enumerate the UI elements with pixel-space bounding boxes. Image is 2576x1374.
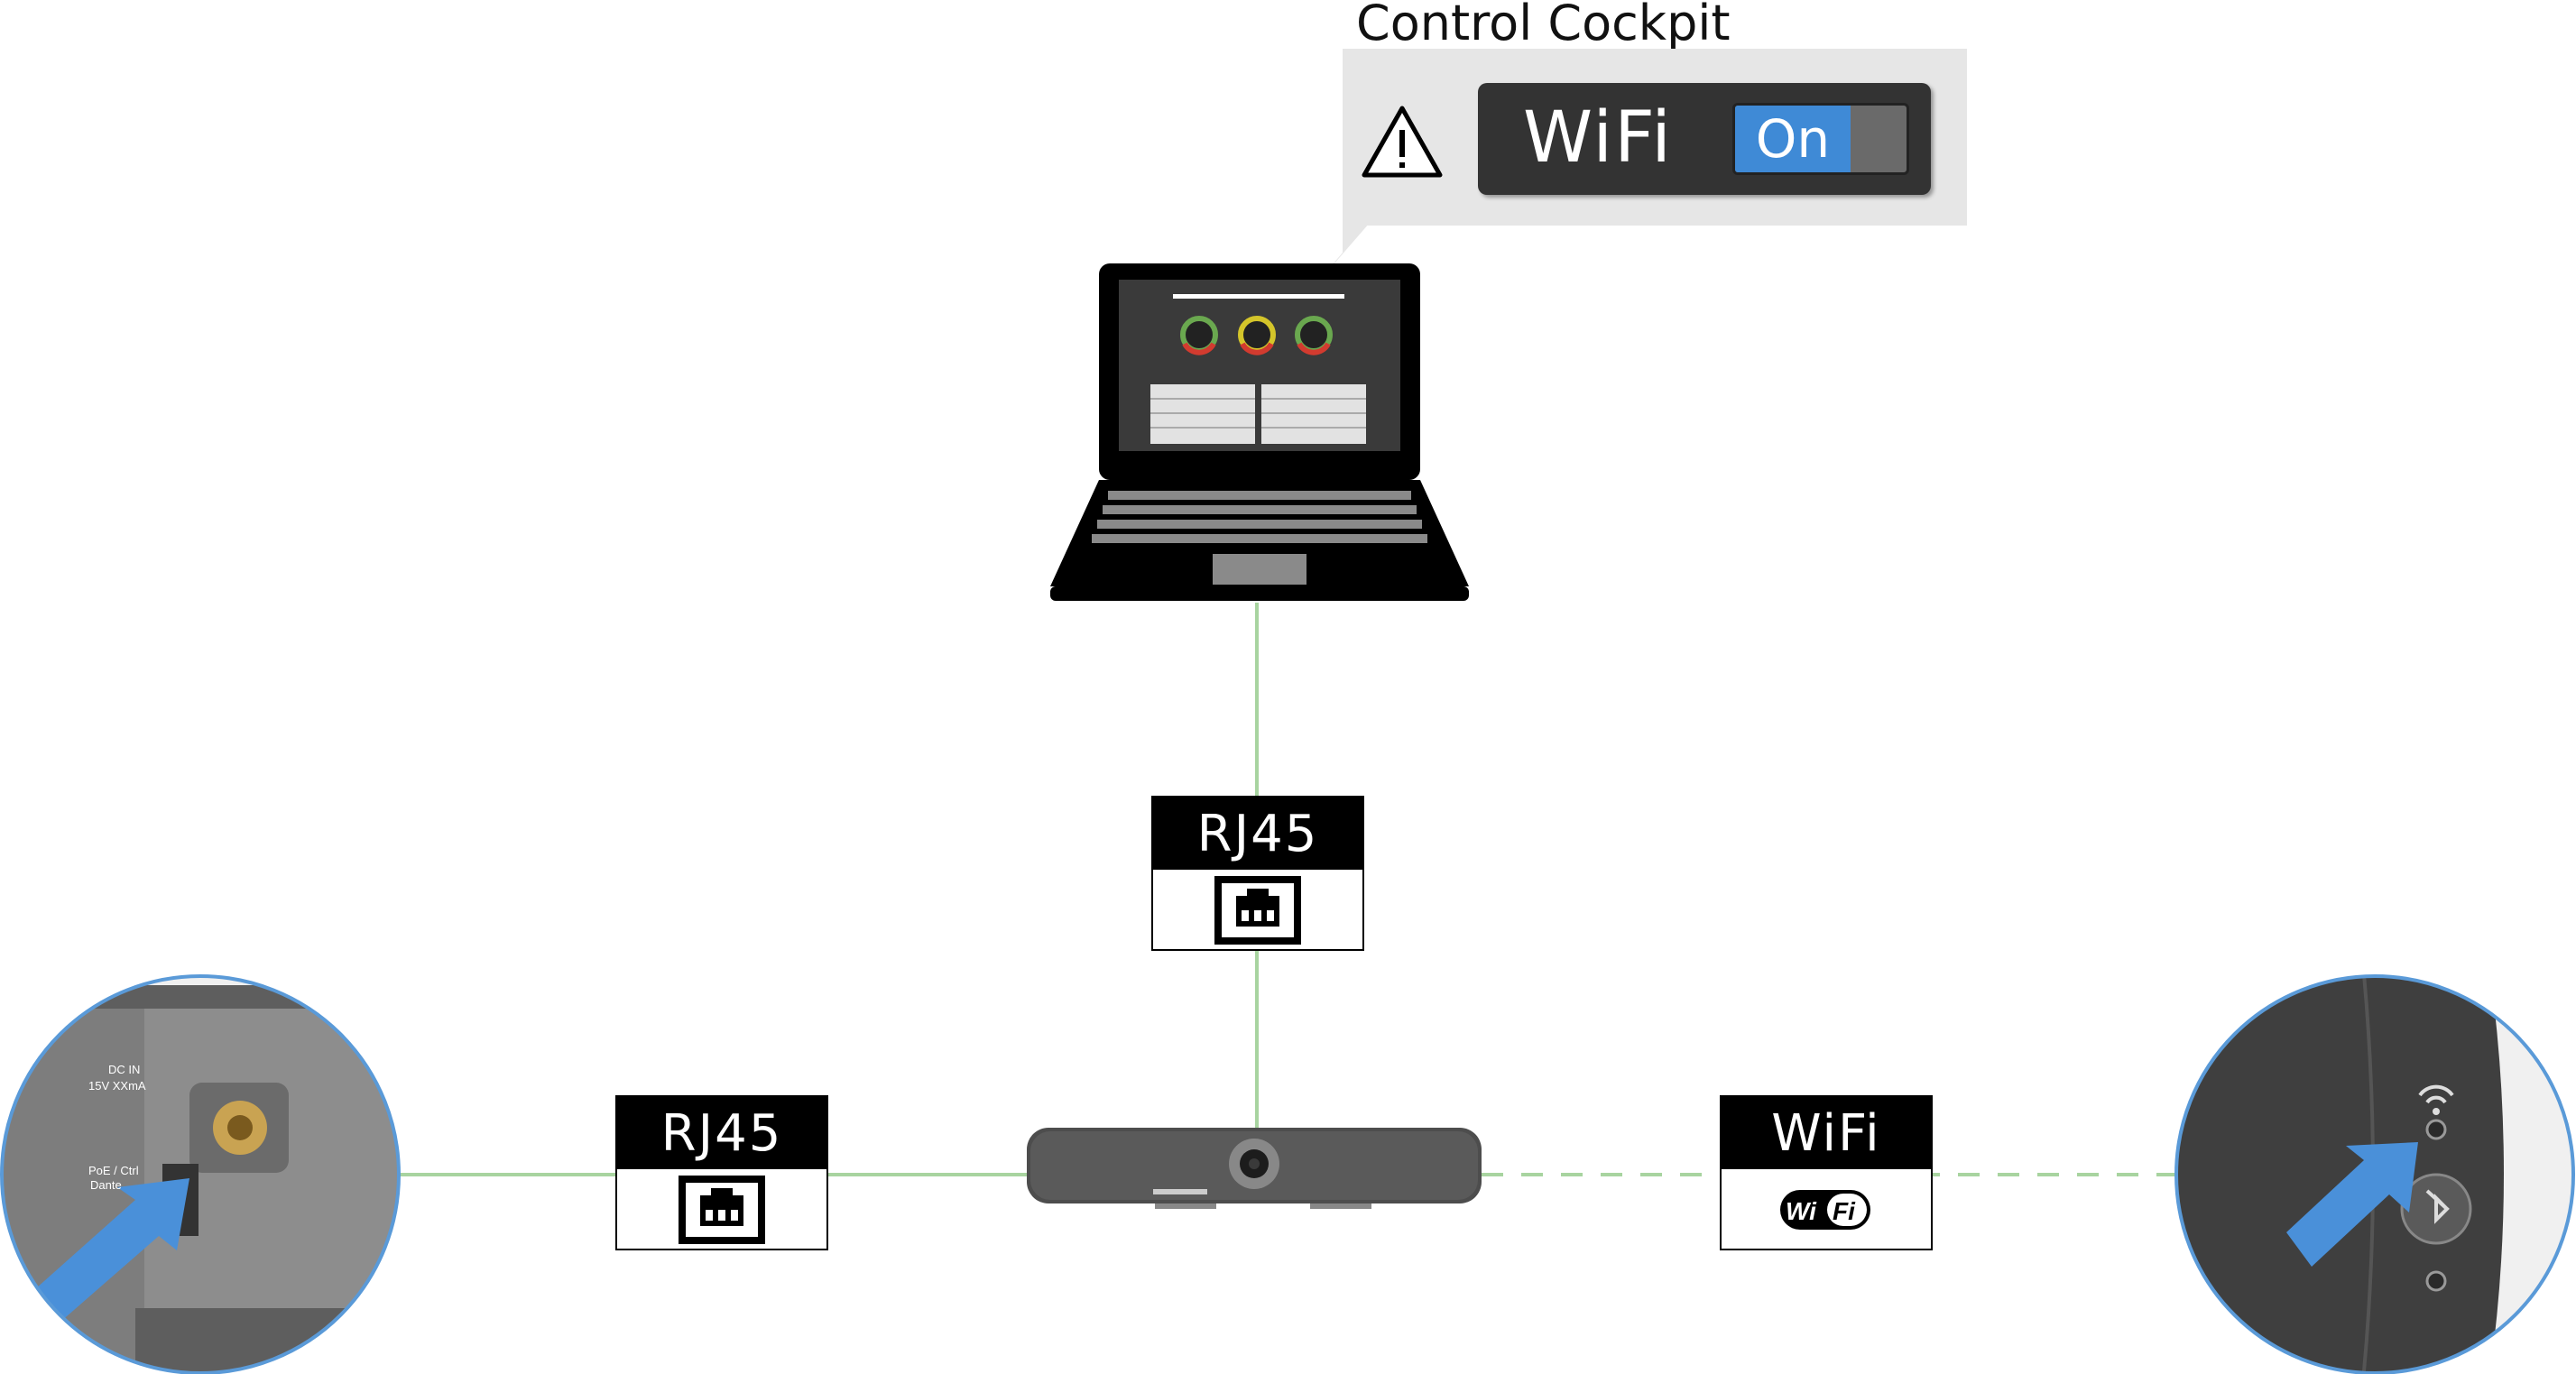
svg-text:15V XXmA: 15V XXmA <box>88 1079 146 1093</box>
gauge-icon <box>1180 316 1333 355</box>
ethernet-port-icon <box>679 1176 765 1244</box>
video-bar-icon <box>1027 1128 1482 1209</box>
rj45-label-text: RJ45 <box>1153 798 1362 870</box>
rj45-label-top: RJ45 <box>1151 796 1364 951</box>
svg-text:Dante: Dante <box>90 1178 122 1192</box>
wifi-label: WiFi Wi Fi <box>1720 1095 1933 1250</box>
wifi-logo-text-left: Wi <box>1786 1197 1817 1225</box>
wifi-logo-text-right: Fi <box>1833 1197 1856 1225</box>
wifi-toggle-on: On <box>1735 106 1851 172</box>
ethernet-port-icon <box>1214 876 1301 945</box>
svg-text:PoE / Ctrl: PoE / Ctrl <box>88 1164 139 1177</box>
rj45-label-text: RJ45 <box>617 1097 826 1169</box>
warning-triangle-icon <box>1362 106 1443 178</box>
wifi-setting-panel: WiFi On <box>1478 83 1931 195</box>
device-button-closeup <box>2176 976 2573 1373</box>
device-button-closeup-border <box>2174 974 2575 1374</box>
wifi-logo-icon: Wi Fi <box>1780 1190 1870 1230</box>
port-text-dc: DC IN <box>108 1063 140 1076</box>
laptop-icon <box>1050 263 1469 601</box>
wifi-setting-label: WiFi <box>1523 97 1673 179</box>
wifi-label-text: WiFi <box>1722 1097 1931 1169</box>
device-port-closeup-border <box>0 974 401 1374</box>
rj45-label-left: RJ45 <box>615 1095 828 1250</box>
cockpit-title: Control Cockpit <box>1356 0 1731 51</box>
wifi-toggle[interactable]: On <box>1732 103 1909 175</box>
